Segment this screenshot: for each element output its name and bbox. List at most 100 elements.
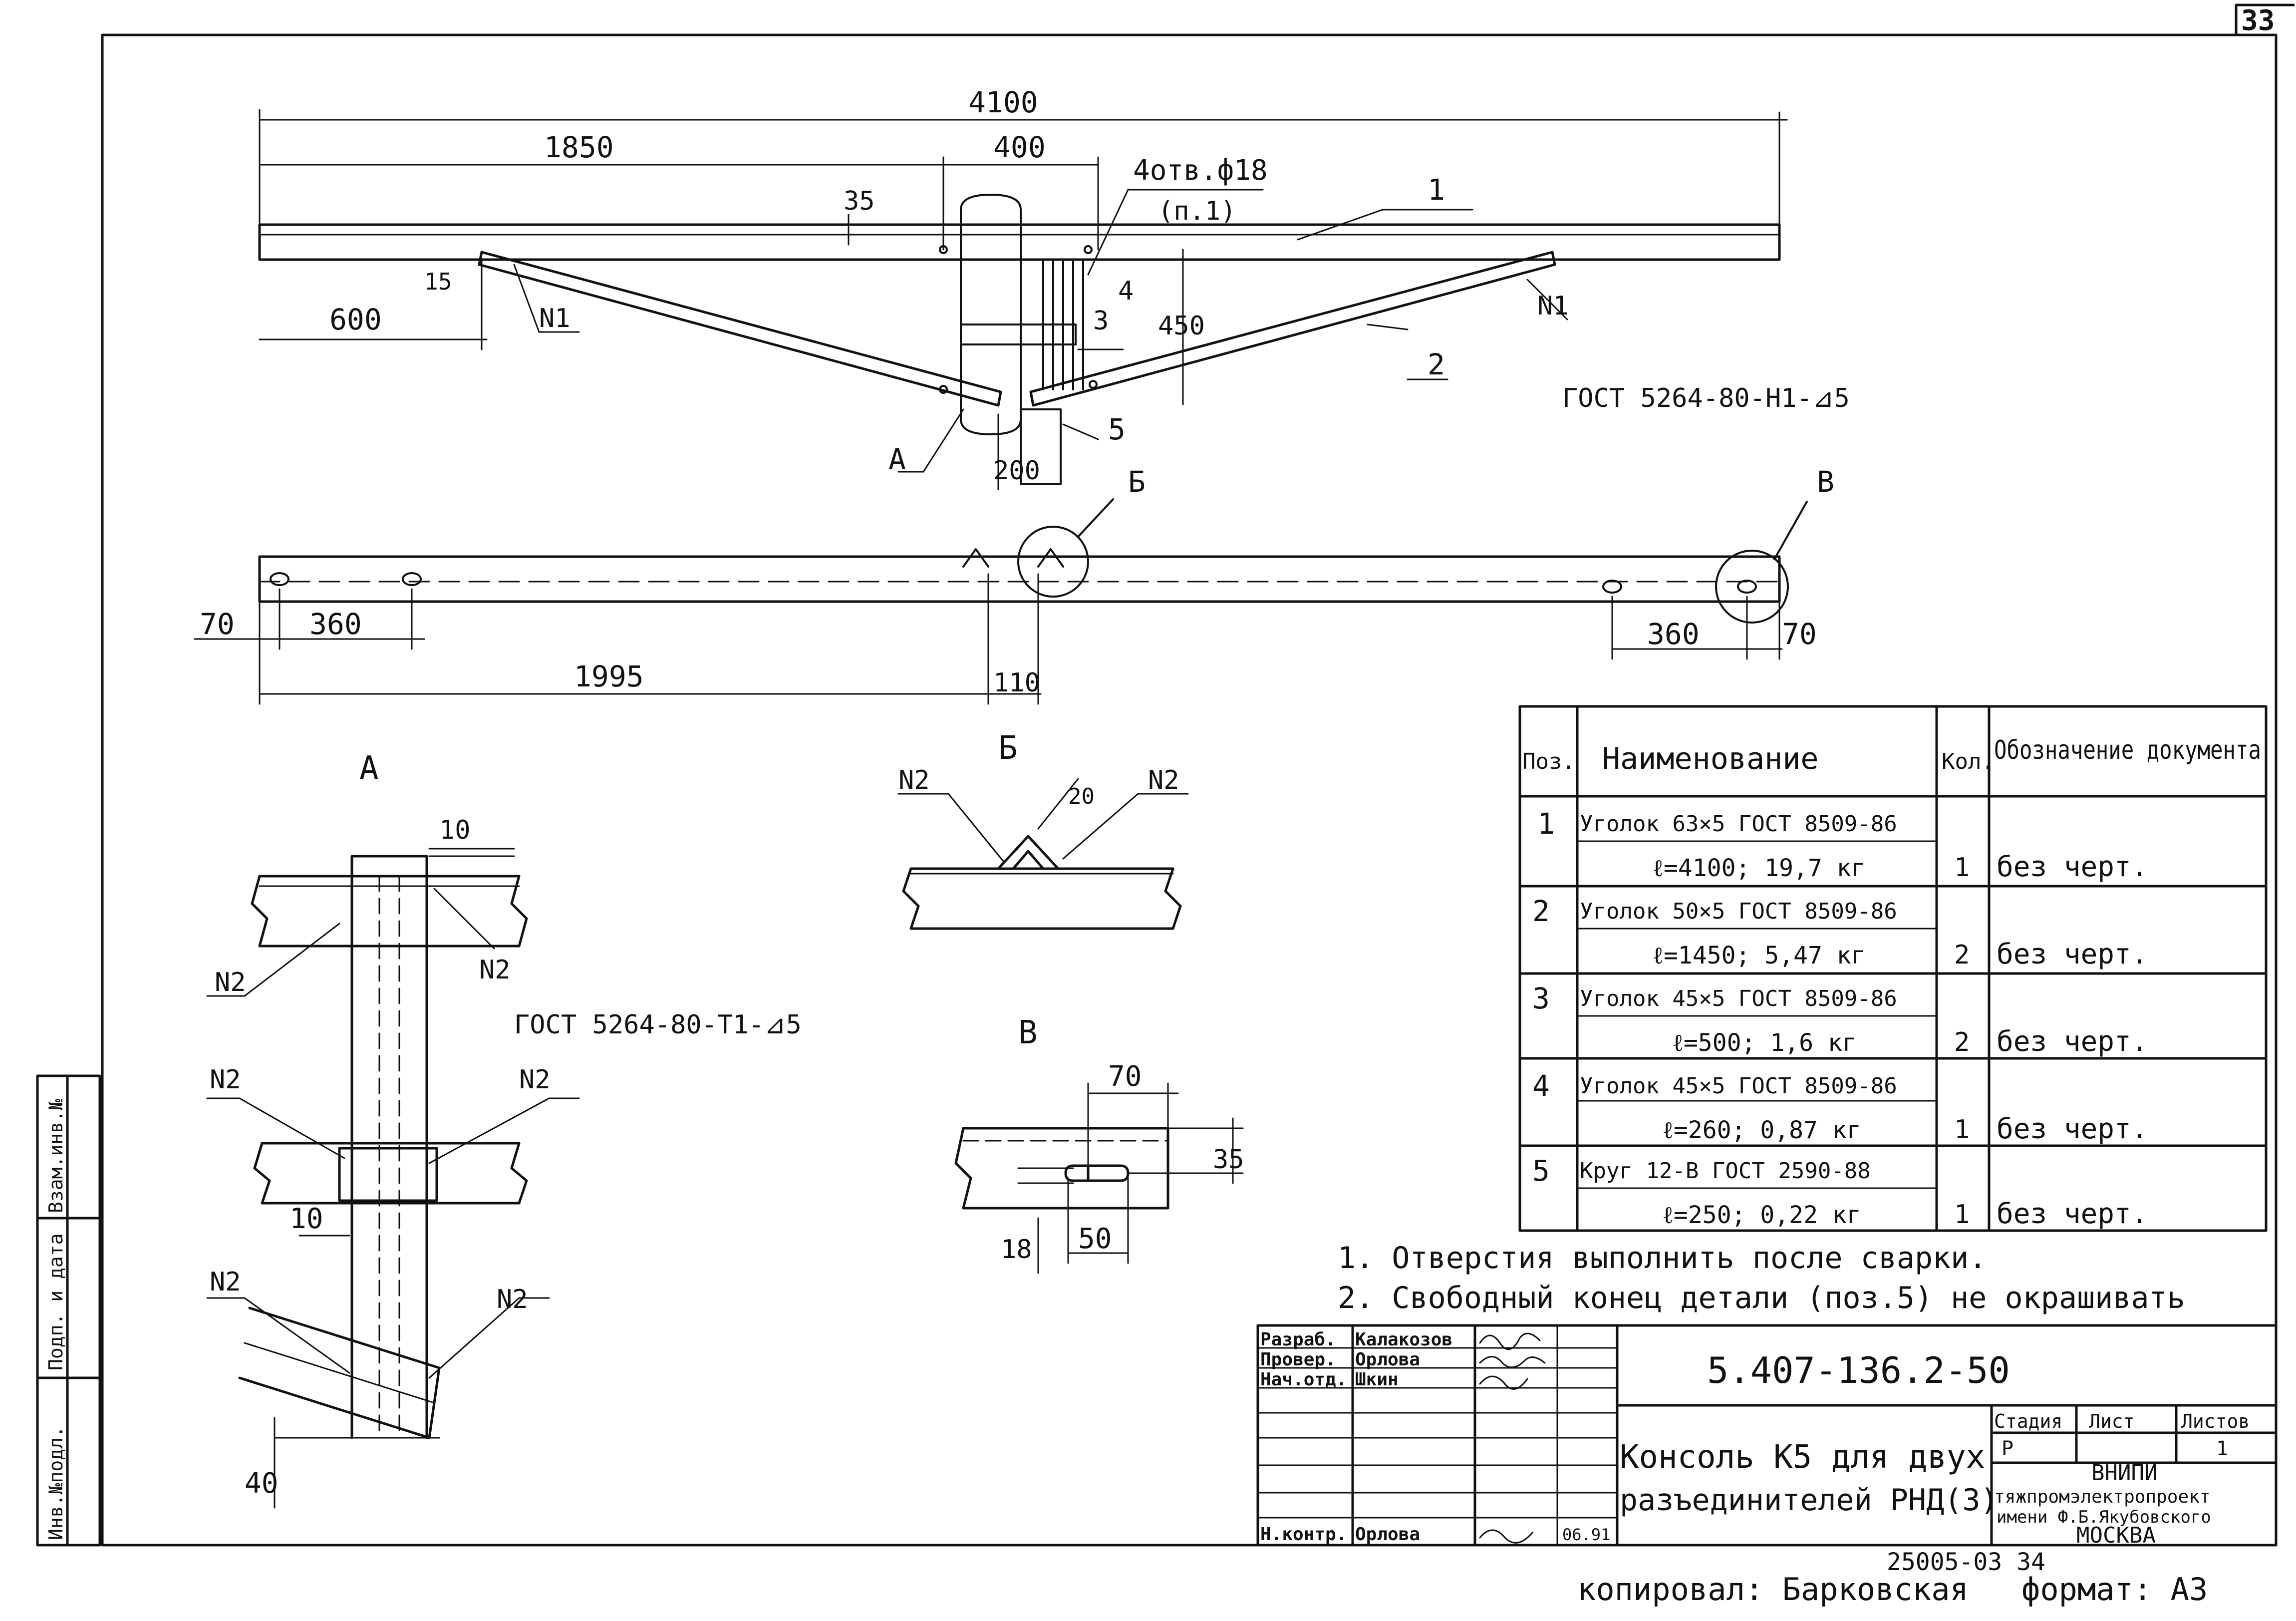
archive-number: 25005-03 34	[1887, 1548, 2045, 1576]
spec-row3-doc: без черт.	[1997, 1025, 2148, 1058]
tb-stage-header: Стадия	[1994, 1410, 2062, 1432]
plan-angle	[258, 555, 1781, 603]
plan-holes	[270, 498, 1808, 624]
spec-row1-doc: без черт.	[1997, 851, 2148, 883]
label-n1-left: N1	[539, 304, 571, 333]
angle-pos1	[258, 223, 1781, 261]
dim-600: 600	[329, 303, 382, 336]
spec-header-doc: Обозначение документа	[1994, 735, 2261, 765]
detail-a-n2-4: N2	[519, 1065, 551, 1095]
spec-row1-pos: 1	[1537, 807, 1555, 841]
plan-dim-lines	[194, 573, 1783, 705]
dim-360-right: 360	[1647, 617, 1700, 651]
spec-row3-name: Уголок 45×5 ГОСТ 8509-86	[1580, 986, 1897, 1011]
tb-name-3: Шкин	[1355, 1369, 1399, 1390]
main-view: 4100 1850 400 4отв.ф18 (п.1) 35 15 600 4…	[258, 85, 1850, 499]
dim-200: 200	[993, 456, 1040, 486]
detail-b-leaders	[897, 778, 1189, 862]
tb-name-1: Калакозов	[1355, 1329, 1452, 1350]
spec-row5-pos: 5	[1532, 1154, 1550, 1188]
tb-org-line4: МОСКВА	[2076, 1523, 2156, 1548]
detail-a-d10-top: 10	[439, 815, 471, 845]
weld-note-main: ГОСТ 5264-80-Н1-⊿5	[1562, 383, 1850, 413]
spec-row2-pos: 2	[1532, 894, 1550, 928]
side-stamp-cell-3: Взам.инв.№	[45, 1099, 67, 1213]
label-view-v: В	[1817, 465, 1834, 499]
title-block-rows	[1257, 1324, 1618, 1546]
spec-row5-doc: без черт.	[1997, 1198, 2148, 1230]
detail-a-n2-5: N2	[210, 1267, 241, 1297]
main-dim-lines	[259, 109, 1788, 490]
spec-row2-detail: ℓ=1450; 5,47 кг	[1652, 942, 1866, 970]
side-stamp-cell-2: Подп. и дата	[45, 1233, 67, 1370]
detail-a: А	[206, 750, 802, 1509]
strut-right	[1029, 251, 1556, 407]
dim-35: 35	[844, 186, 875, 216]
tb-role-3: Нач.отд.	[1260, 1369, 1347, 1390]
dim-400: 400	[993, 130, 1046, 164]
detail-a-title: А	[359, 750, 379, 787]
tb-role-7: Н.контр.	[1260, 1524, 1347, 1545]
signatures	[1479, 1332, 1546, 1544]
tb-name-7: Орлова	[1355, 1524, 1420, 1545]
strut-left	[478, 251, 1002, 407]
label-pos1: 1	[1428, 173, 1445, 207]
spec-row1-name: Уголок 63×5 ГОСТ 8509-86	[1580, 811, 1897, 837]
spec-row5-name: Круг 12-В ГОСТ 2590-88	[1580, 1158, 1871, 1184]
spec-table-grid	[1518, 705, 2268, 1232]
dim-70-right: 70	[1782, 617, 1817, 651]
note-2: 2. Свободный конец детали (поз.5) не окр…	[1338, 1281, 2185, 1315]
detail-a-n2-6: N2	[497, 1285, 528, 1314]
holes-note-ref: (п.1)	[1158, 196, 1236, 226]
detail-a-geometry	[238, 855, 528, 1439]
spec-row4-doc: без черт.	[1997, 1113, 2148, 1145]
dim-360-left: 360	[309, 607, 362, 641]
spec-row4-detail: ℓ=260; 0,87 кг	[1662, 1116, 1861, 1144]
detail-b-geometry	[902, 835, 1182, 930]
sheet-format: формат: А3	[2021, 1571, 2208, 1608]
copied-by: копировал: Барковская	[1577, 1571, 1969, 1608]
side-stamp-cell-1: Инв.№подл.	[45, 1426, 67, 1540]
detail-v: В 70 35 18 50	[954, 1014, 1244, 1274]
bracket-members	[939, 194, 1098, 485]
dim-15: 15	[424, 268, 452, 295]
dim-1850: 1850	[544, 130, 614, 164]
detail-a-n2-2: N2	[479, 955, 511, 985]
detail-a-d40: 40	[245, 1467, 278, 1500]
spec-header-pos: Поз.	[1522, 749, 1575, 774]
tb-name-2: Орлова	[1355, 1349, 1420, 1370]
tb-role-2: Провер.	[1260, 1349, 1336, 1370]
holes-note: 4отв.ф18	[1133, 154, 1268, 187]
spec-row3-detail: ℓ=500; 1,6 кг	[1672, 1029, 1857, 1057]
spec-table: Поз. Наименование Кол. Обозначение докум…	[1518, 705, 2268, 1232]
tb-sheets-header: Листов	[2181, 1410, 2250, 1432]
dim-110: 110	[993, 668, 1040, 698]
detail-b: Б N2 N2 20	[897, 730, 1189, 930]
spec-row5-qty: 1	[1954, 1200, 1970, 1230]
spec-row5-detail: ℓ=250; 0,22 кг	[1662, 1201, 1861, 1229]
spec-row1-qty: 1	[1954, 853, 1970, 883]
note-1: 1. Отверстия выполнить после сварки.	[1338, 1241, 1987, 1276]
spec-header-qty: Кол.	[1942, 749, 1995, 774]
detail-b-n2-right: N2	[1148, 765, 1179, 795]
tb-title-line1: Консоль К5 для двух	[1620, 1439, 1985, 1476]
detail-b-d20: 20	[1068, 784, 1095, 809]
title-block: Разраб. Калакозов Провер. Орлова Нач.отд…	[1256, 1324, 2278, 1548]
label-n1-right: N1	[1537, 291, 1569, 321]
tb-sheet-header: Лист	[2089, 1410, 2135, 1432]
detail-v-geometry	[954, 1127, 1169, 1210]
spec-row1-detail: ℓ=4100; 19,7 кг	[1652, 854, 1866, 882]
label-pos2: 2	[1428, 347, 1445, 381]
label-pos4: 4	[1118, 276, 1134, 306]
spec-row4-pos: 4	[1532, 1069, 1550, 1103]
spec-row2-qty: 2	[1954, 940, 1970, 970]
spec-row2-name: Уголок 50×5 ГОСТ 8509-86	[1580, 899, 1897, 924]
spec-row2-doc: без черт.	[1997, 938, 2148, 971]
spec-row4-name: Уголок 45×5 ГОСТ 8509-86	[1580, 1073, 1897, 1099]
label-view-a: А	[888, 442, 906, 476]
tb-sheets: 1	[2216, 1437, 2228, 1460]
label-pos5: 5	[1108, 412, 1126, 446]
detail-a-d10-mid: 10	[289, 1203, 323, 1235]
detail-v-d35: 35	[1213, 1145, 1244, 1175]
